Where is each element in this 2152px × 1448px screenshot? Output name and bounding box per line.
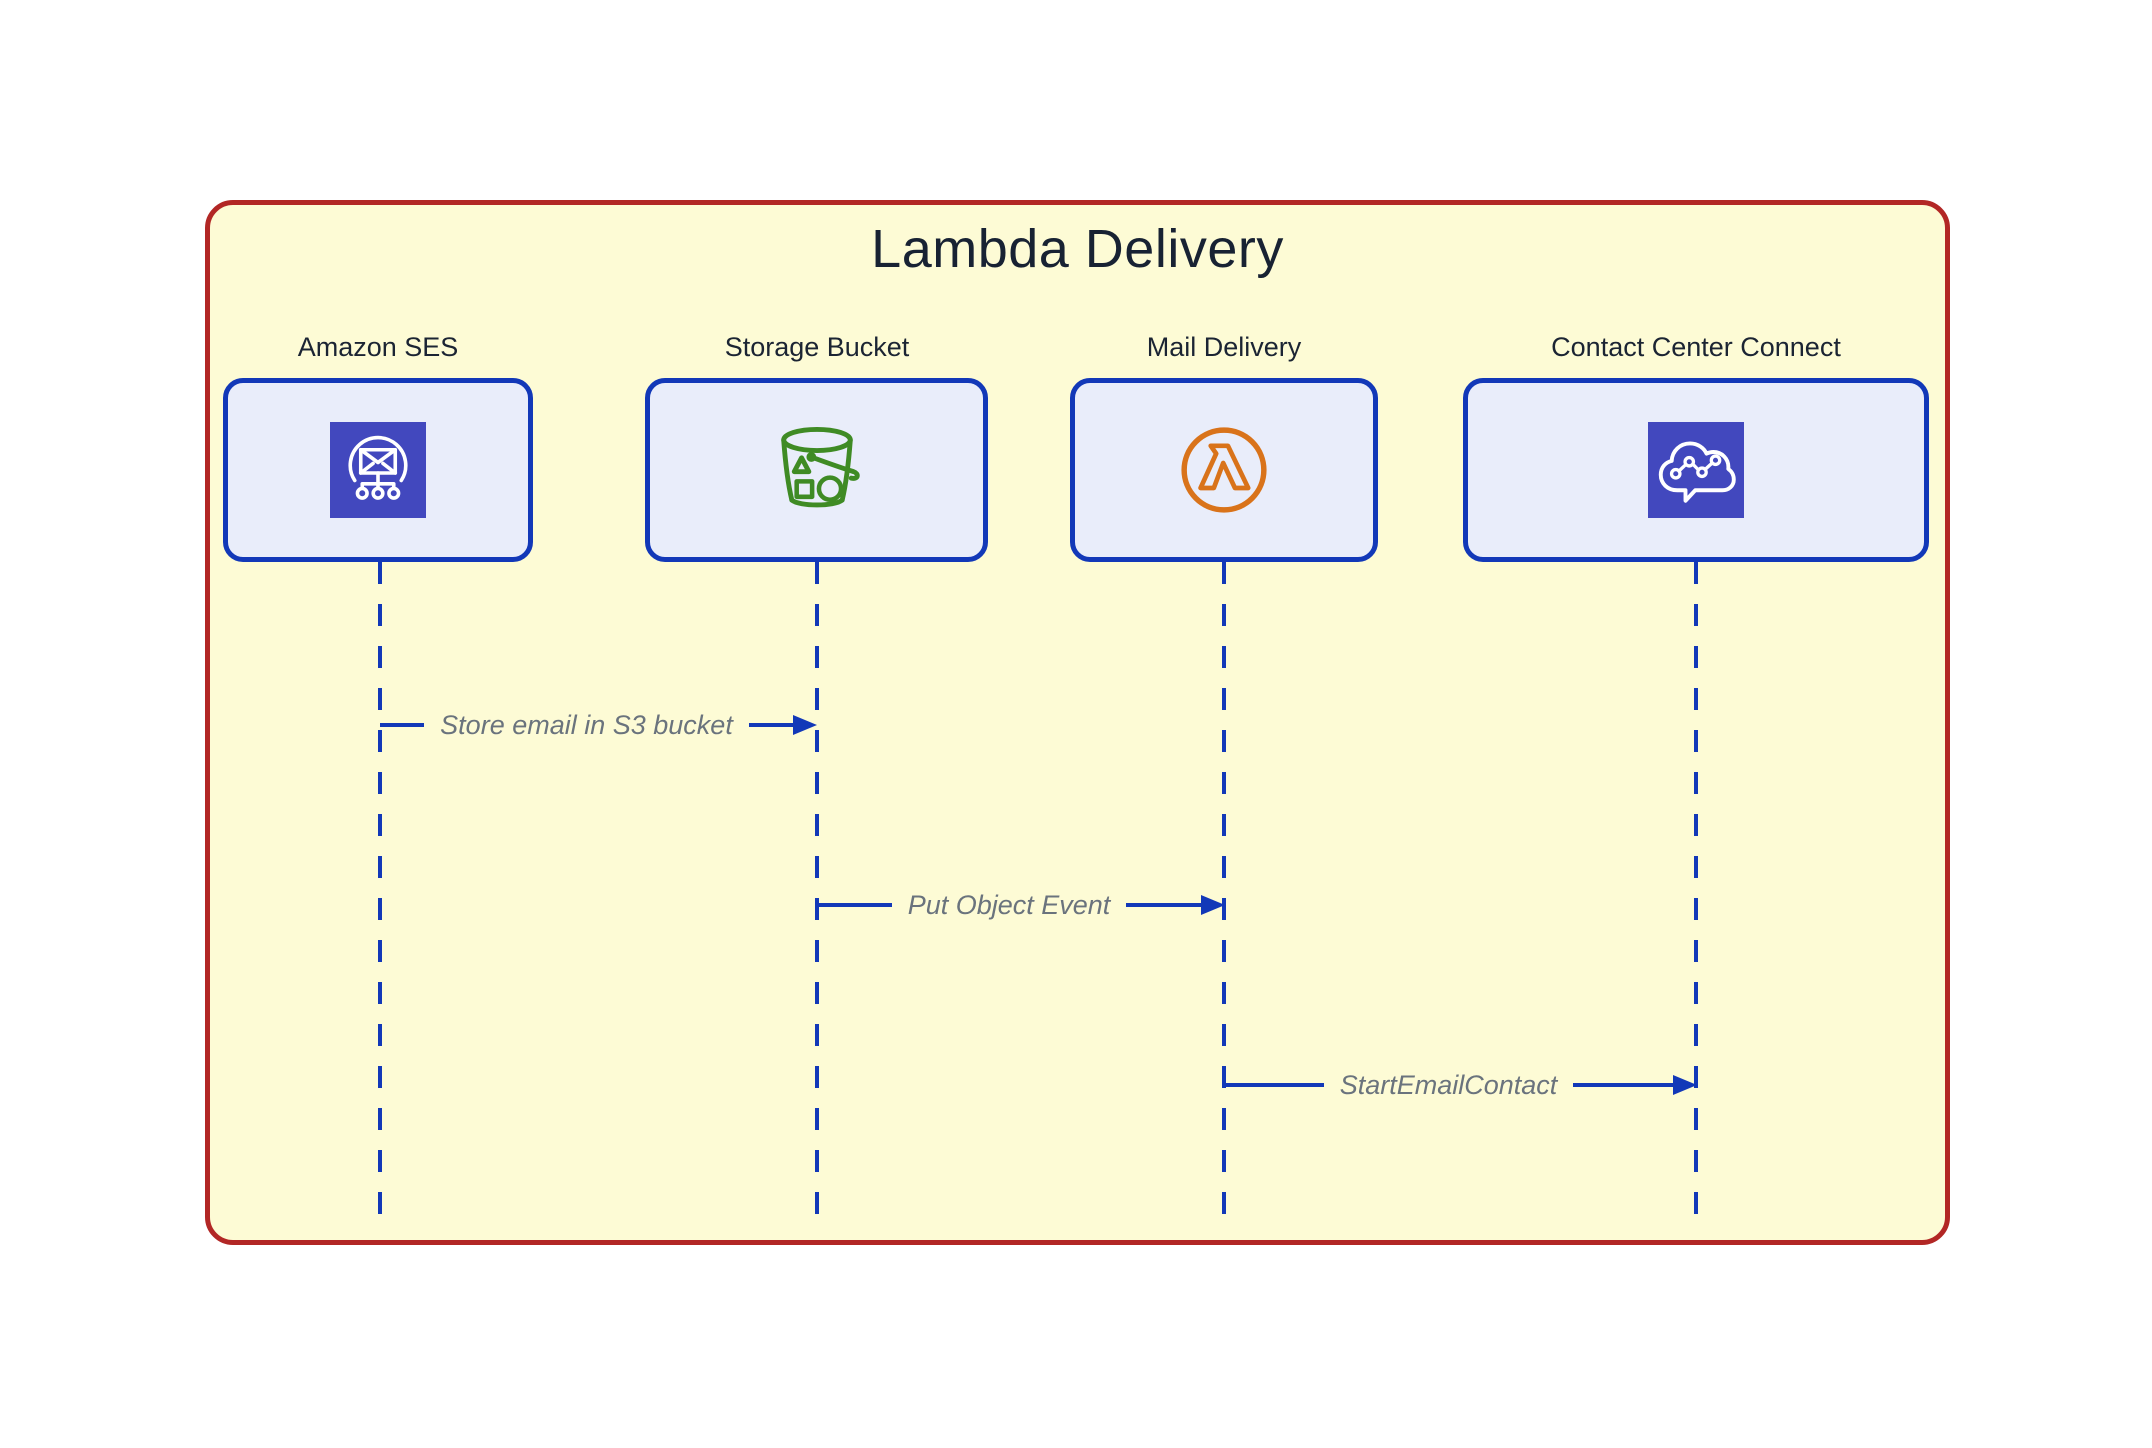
connect-cloud-icon [1648,422,1744,518]
message-line [1126,903,1202,907]
message-line [1573,1083,1673,1087]
participant-box-storage-bucket [645,378,988,562]
arrowhead-icon [1673,1075,1697,1095]
participant-label-contact-center: Contact Center Connect [1551,332,1841,362]
participant-label-storage-bucket: Storage Bucket [724,332,910,362]
ses-envelope-icon [330,422,426,518]
participant-box-mail-delivery [1070,378,1378,562]
s3-bucket-icon [765,418,869,522]
message-label: StartEmailContact [1339,1069,1558,1100]
message-line [817,903,892,907]
message-store-email: Store email in S3 bucket [380,703,817,747]
message-put-object-event: Put Object Event [817,883,1226,927]
participant-box-contact-center [1463,378,1929,562]
participant-box-amazon-ses [223,378,533,562]
participant-label-mail-delivery: Mail Delivery [1146,332,1302,362]
message-line [1224,1083,1324,1087]
lifeline-contact-center [1694,562,1698,1215]
lambda-icon [1174,420,1274,520]
diagram-title: Lambda Delivery [871,219,1284,279]
lifeline-storage-bucket [815,562,819,1215]
message-line [380,723,425,727]
lifeline-amazon-ses [378,562,382,1215]
arrowhead-icon [1201,895,1226,915]
arrowhead-icon [793,715,817,735]
message-label: Store email in S3 bucket [440,709,733,740]
lifeline-mail-delivery [1222,562,1226,1215]
message-line [748,723,793,727]
message-start-email-contact: StartEmailContact [1224,1063,1697,1107]
diagram-frame [205,200,1950,1245]
participant-label-amazon-ses: Amazon SES [297,332,459,362]
message-label: Put Object Event [907,889,1111,920]
